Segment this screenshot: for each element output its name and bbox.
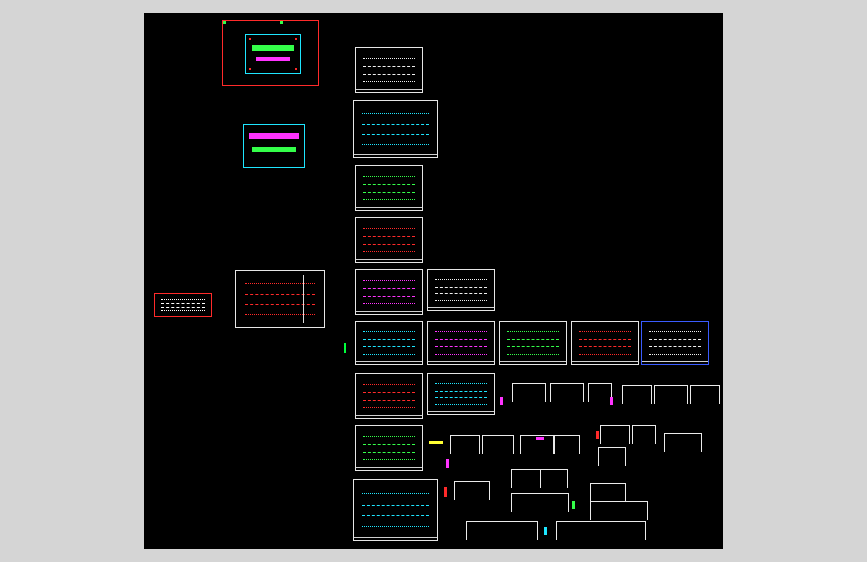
sheet-title-bar <box>500 361 566 362</box>
bolt-hole <box>249 38 251 40</box>
sheet-geometry <box>362 113 430 145</box>
drawing-strip-layout[interactable] <box>154 293 212 317</box>
part-detail[interactable] <box>454 481 490 500</box>
die-strip <box>249 133 299 139</box>
part-detail[interactable] <box>512 383 546 402</box>
drawing-sheet-07[interactable] <box>355 321 423 365</box>
sheet-title-bar <box>428 307 494 308</box>
drawing-sheet-09[interactable] <box>499 321 567 365</box>
sheet-geometry <box>578 331 632 355</box>
drawing-sheet-05[interactable] <box>355 269 423 315</box>
drawing-sheet-11[interactable] <box>641 321 709 365</box>
sheet-geometry <box>362 493 430 527</box>
annotation-marker <box>536 437 544 440</box>
sheet-title-bar <box>428 361 494 362</box>
sheet-geometry <box>362 227 416 253</box>
sheet-title-bar <box>356 415 422 416</box>
part-detail[interactable] <box>554 435 580 454</box>
title-block <box>303 275 322 323</box>
sheet-title-bar <box>356 467 422 468</box>
sheet-geometry <box>362 383 416 409</box>
cad-model-space[interactable] <box>144 13 723 549</box>
drawing-sheet-02[interactable] <box>353 100 438 158</box>
drawing-assembly[interactable] <box>235 270 325 328</box>
part-detail[interactable] <box>598 447 626 466</box>
drawing-die-plan-2[interactable] <box>243 124 305 168</box>
drawing-sheet-13[interactable] <box>427 373 495 415</box>
part-detail[interactable] <box>690 385 720 404</box>
drawing-sheet-10[interactable] <box>571 321 639 365</box>
sheet-title-bar <box>356 311 422 312</box>
sheet-geometry <box>434 331 488 355</box>
part-detail[interactable] <box>590 483 626 502</box>
drawing-die-plan-selected[interactable] <box>222 20 319 86</box>
sheet-geometry <box>506 331 560 355</box>
bolt-hole <box>295 38 297 40</box>
grip-handle[interactable] <box>280 21 283 24</box>
drawing-sheet-04[interactable] <box>355 217 423 263</box>
part-detail[interactable] <box>482 435 514 454</box>
bolt-hole <box>295 68 297 70</box>
sheet-geometry <box>434 382 488 406</box>
assembly-geometry <box>244 283 316 315</box>
annotation-marker <box>572 501 575 509</box>
part-detail[interactable] <box>556 521 646 540</box>
sheet-title-bar <box>642 361 708 362</box>
part-detail[interactable] <box>622 385 652 404</box>
drawing-sheet-01[interactable] <box>355 47 423 93</box>
sheet-title-bar <box>356 361 422 362</box>
sheet-title-bar <box>356 89 422 90</box>
part-detail[interactable] <box>466 521 538 540</box>
die-plate-outline <box>245 34 301 74</box>
sheet-title-bar <box>356 207 422 208</box>
grip-handle[interactable] <box>223 21 226 24</box>
part-detail[interactable] <box>511 469 541 488</box>
bolt-hole <box>249 68 251 70</box>
annotation-marker <box>544 527 547 535</box>
annotation-marker <box>610 397 613 405</box>
part-detail[interactable] <box>450 435 480 454</box>
part-detail[interactable] <box>600 425 630 444</box>
ucs-cursor-icon <box>344 343 346 353</box>
sheet-geometry <box>362 331 416 355</box>
part-detail[interactable] <box>520 435 554 454</box>
annotation-marker <box>446 459 449 468</box>
part-detail[interactable] <box>511 493 569 512</box>
sheet-title-bar <box>572 361 638 362</box>
sheet-title-bar <box>428 411 494 412</box>
die-insert <box>256 57 290 61</box>
annotation-marker <box>596 431 599 439</box>
sheet-geometry <box>362 279 416 305</box>
part-detail[interactable] <box>664 433 702 452</box>
drawing-sheet-08[interactable] <box>427 321 495 365</box>
die-strip <box>252 45 294 51</box>
sheet-geometry <box>434 278 488 302</box>
annotation-marker <box>444 487 447 497</box>
part-detail[interactable] <box>588 383 612 402</box>
drawing-sheet-12[interactable] <box>355 373 423 419</box>
sheet-title-bar <box>356 259 422 260</box>
annotation-marker <box>500 397 503 405</box>
part-detail[interactable] <box>550 383 584 402</box>
strip-geometry <box>160 298 206 312</box>
part-detail[interactable] <box>590 501 648 520</box>
drawing-sheet-14[interactable] <box>355 425 423 471</box>
die-insert <box>252 147 296 152</box>
sheet-title-bar <box>354 537 437 538</box>
part-detail[interactable] <box>632 425 656 444</box>
sheet-geometry <box>362 175 416 201</box>
annotation-marker <box>429 441 443 444</box>
drawing-sheet-15[interactable] <box>353 479 438 541</box>
sheet-geometry <box>362 435 416 461</box>
sheet-geometry <box>648 331 702 355</box>
sheet-title-bar <box>354 154 437 155</box>
sheet-geometry <box>362 57 416 83</box>
drawing-sheet-06[interactable] <box>427 269 495 311</box>
part-detail[interactable] <box>540 469 568 488</box>
part-detail[interactable] <box>654 385 688 404</box>
drawing-sheet-03[interactable] <box>355 165 423 211</box>
